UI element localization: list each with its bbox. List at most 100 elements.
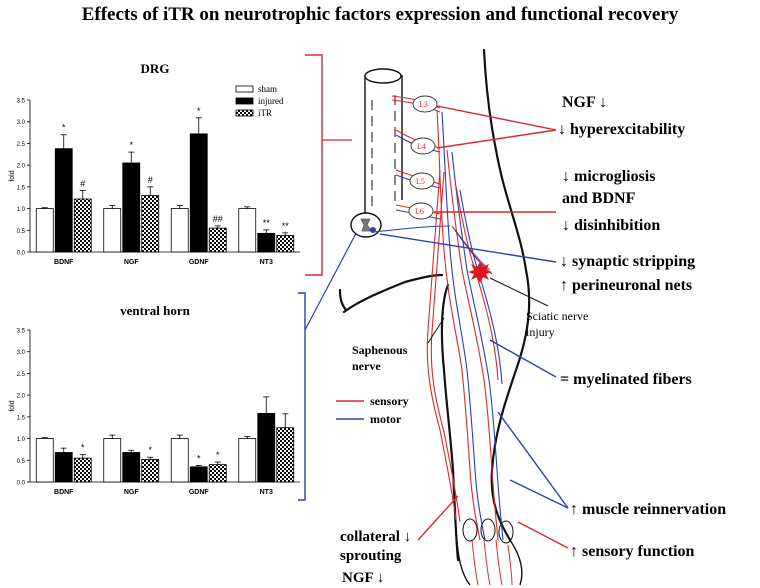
label-sciatic-line1: Sciatic nerve (526, 309, 588, 323)
label-microgliosis: ↓ microgliosis (562, 168, 655, 185)
drg-significance-mark: * (62, 123, 66, 133)
vh-bar-sham-ngf (103, 438, 122, 483)
vh-y-tick-label: 0.5 (17, 459, 26, 465)
label-myelinated-fibers: = myelinated fibers (560, 371, 692, 388)
drg-bar-sham-gdnf (170, 208, 189, 253)
ganglion-l6 (408, 202, 434, 220)
label-perineuronal-nets: ↑ perineuronal nets (560, 277, 692, 294)
drg-bar-itr-ngf (141, 195, 160, 253)
vh-significance-mark: * (197, 453, 201, 463)
belly-tip-outline (338, 288, 348, 312)
label-ngf-bottom: NGF ↓ (342, 570, 384, 586)
drg-bar-itr-gdnf (208, 227, 227, 253)
drg-significance-mark: # (80, 178, 85, 188)
vh-x-tick-label: BDNF (54, 489, 74, 496)
vh-bar-itr-nt3 (276, 427, 295, 483)
label-hyperexcitability: ↓ hyperexcitability (558, 121, 685, 138)
vh-significance-mark: * (216, 450, 220, 460)
vh-y-tick-label: 2.0 (17, 394, 26, 400)
drg-bar-itr-nt3 (276, 235, 295, 253)
drg-y-tick-label: 3.5 (17, 99, 26, 105)
drg-y-axis-label: fold (9, 170, 16, 181)
leg-front-outline (440, 283, 460, 562)
drg-y-tick-label: 2.0 (17, 164, 26, 170)
drg-bracket (305, 54, 323, 276)
belly-outline (342, 273, 444, 314)
drg-chart: DRG fold 0.00.51.01.52.02.53.03.5*#BDNF*… (9, 61, 300, 266)
drg-chart-title: DRG (141, 61, 170, 76)
segment-label-l5: L5 (416, 177, 425, 186)
label-ngf-top: NGF ↓ (562, 94, 607, 111)
drg-significance-mark: * (129, 140, 133, 150)
legend-motor-label: motor (370, 412, 402, 426)
drg-x-tick-label: GDNF (189, 259, 210, 266)
drg-y-tick-label: 0.0 (17, 251, 26, 257)
vh-x-tick-label: NT3 (260, 489, 273, 496)
drg-y-tick-label: 2.5 (17, 142, 26, 148)
drg-significance-mark: # (148, 175, 153, 185)
foot (455, 518, 523, 586)
vh-bar-itr-bdnf (73, 457, 92, 483)
vh-chart-title: ventral horn (120, 303, 190, 318)
page-title: Effects of iTR on neurotrophic factors e… (81, 4, 679, 25)
drg-bar-injured-bdnf (54, 148, 73, 253)
label-collateral: collateral ↓ (340, 529, 411, 545)
drg-ganglia: L3 L4 L5 L6 (408, 95, 438, 220)
diagram-labels: NGF ↓ ↓ hyperexcitability ↓ microgliosis… (336, 94, 726, 586)
nerve-trunk (426, 109, 504, 541)
drg-y-tick-label: 3.0 (17, 120, 26, 126)
drg-significance-mark: ## (213, 214, 223, 224)
legend-swatch-injured (235, 97, 254, 105)
vh-x-tick-label: NGF (124, 489, 140, 496)
label-disinhibition: ↓ disinhibition (562, 217, 660, 234)
drg-y-tick-label: 1.5 (17, 185, 26, 191)
label-muscle-reinnervation: ↑ muscle reinnervation (570, 501, 726, 518)
label-sprouting: sprouting (340, 548, 402, 564)
drg-x-tick-label: NT3 (260, 259, 273, 266)
ganglion-l5 (409, 172, 435, 190)
legend-label-sham: sham (258, 84, 277, 94)
drg-bar-sham-bdnf (35, 208, 54, 253)
label-sensory-function: ↑ sensory function (570, 543, 695, 560)
chart-legend: sham injured iTR (235, 84, 284, 118)
label-synaptic-stripping: ↓ synaptic stripping (560, 253, 695, 270)
vh-bar-itr-ngf (141, 459, 160, 483)
ganglion-l4 (410, 137, 436, 155)
drg-significance-mark: * (197, 106, 201, 116)
label-saphenous-line2: nerve (352, 359, 381, 373)
vh-bar-injured-nt3 (257, 412, 276, 483)
vh-bar-sham-gdnf (170, 438, 189, 483)
vh-bracket (298, 292, 306, 501)
legend-label-itr: iTR (258, 108, 272, 118)
vh-bar-injured-bdnf (54, 452, 73, 483)
segment-label-l6: L6 (415, 207, 424, 216)
annotation-lines (379, 105, 569, 549)
nerve-injury-star (468, 262, 492, 283)
label-sciatic-line2: injury (526, 325, 555, 339)
vh-bracket-connector (304, 221, 363, 331)
label-and-bdnf: and BDNF (562, 190, 636, 207)
vh-y-tick-label: 1.0 (17, 437, 26, 443)
vh-y-tick-label: 1.5 (17, 415, 26, 421)
vh-bar-sham-bdnf (35, 438, 54, 483)
vh-y-axis-label: fold (9, 400, 16, 411)
legend-sensory-label: sensory (370, 394, 409, 408)
drg-y-tick-label: 0.5 (17, 229, 26, 235)
ventral-horn-chart: ventral horn fold 0.00.51.01.52.02.53.03… (9, 303, 300, 496)
drg-y-tick-label: 1.0 (17, 207, 26, 213)
drg-x-tick-label: NGF (124, 259, 140, 266)
drg-bar-injured-ngf (122, 162, 141, 253)
legend-swatch-sham (235, 85, 254, 93)
drg-bar-sham-ngf (103, 208, 122, 253)
segment-label-l4: L4 (417, 142, 426, 151)
drg-bar-itr-bdnf (73, 198, 92, 253)
label-saphenous-line1: Saphenous (352, 343, 408, 357)
ganglion-l3 (412, 95, 438, 113)
drg-significance-mark: ** (282, 221, 290, 231)
drg-bar-injured-nt3 (257, 232, 276, 253)
spinal-cord (350, 68, 403, 238)
segment-label-l3: L3 (419, 100, 428, 109)
vh-x-tick-label: GDNF (189, 489, 210, 496)
vh-y-tick-label: 2.5 (17, 372, 26, 378)
